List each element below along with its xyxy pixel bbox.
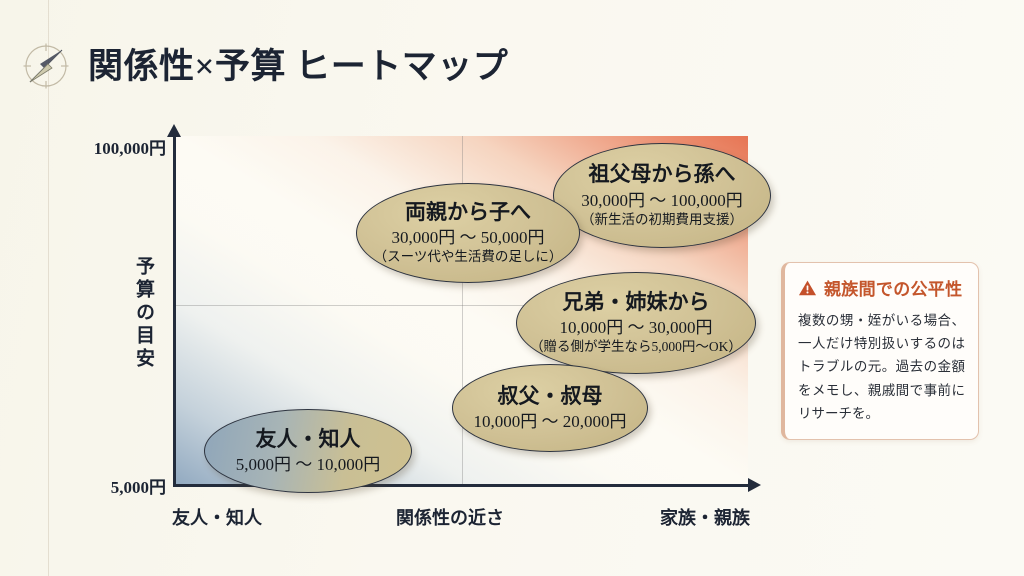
decorative-vertical-rule <box>48 0 49 576</box>
note-header: 親族間での公平性 <box>798 275 965 300</box>
y-axis-line <box>173 134 176 486</box>
bubble-friend-acquaintance[interactable]: 友人・知人 5,000円 〜 10,000円 <box>204 409 412 493</box>
x-axis-tick-left-label: 友人・知人 <box>172 508 262 528</box>
fairness-note-card: 親族間での公平性 複数の甥・姪がいる場合、一人だけ特別扱いするのはトラブルの元。… <box>781 262 979 441</box>
x-axis-line <box>173 484 751 487</box>
gridline-vertical <box>462 136 463 484</box>
bubble-title: 友人・知人 <box>255 426 361 451</box>
bubble-title: 兄弟・姉妹から <box>562 289 710 314</box>
bubble-note: （スーツ代や生活費の足しに） <box>373 249 563 265</box>
bubble-range: 10,000円 〜 30,000円 <box>559 318 713 338</box>
note-body: 複数の甥・姪がいる場合、一人だけ特別扱いするのはトラブルの元。過去の金額をメモし… <box>798 313 965 421</box>
bubble-range: 5,000円 〜 10,000円 <box>235 454 381 474</box>
bubble-range: 10,000円 〜 20,000円 <box>473 411 627 431</box>
gridline-horizontal <box>176 305 748 306</box>
bubble-title: 祖父母から孫へ <box>588 162 736 187</box>
bubble-parent-to-child[interactable]: 両親から子へ 30,000円 〜 50,000円 （スーツ代や生活費の足しに） <box>356 183 580 283</box>
bubble-range: 30,000円 〜 50,000円 <box>391 228 545 248</box>
bubble-grandparent-to-grandchild[interactable]: 祖父母から孫へ 30,000円 〜 100,000円 （新生活の初期費用支援） <box>553 143 771 248</box>
y-axis-arrowhead-icon <box>167 124 181 137</box>
bubble-title: 両親から子へ <box>405 199 531 224</box>
page-header: 関係性×予算 ヒートマップ <box>18 38 508 94</box>
y-axis-title: 予算の目安 <box>133 256 154 371</box>
x-axis-tick-right-label: 家族・親族 <box>660 508 750 528</box>
bubble-sibling[interactable]: 兄弟・姉妹から 10,000円 〜 30,000円 （贈る側が学生なら5,000… <box>516 272 756 374</box>
bubble-range: 30,000円 〜 100,000円 <box>581 190 743 210</box>
bubble-title: 叔父・叔母 <box>497 383 603 408</box>
x-axis-title: 関係性の近さ <box>396 508 504 528</box>
y-axis-tick-max-label: 100,000円 <box>93 139 166 158</box>
compass-icon <box>23 43 69 89</box>
note-title: 親族間での公平性 <box>824 280 963 299</box>
bubble-note: （新生活の初期費用支援） <box>581 211 743 227</box>
y-axis-tick-min-label: 5,000円 <box>110 478 166 497</box>
warning-triangle-icon <box>798 280 817 295</box>
bubble-note: （贈る側が学生なら5,000円〜OK） <box>530 339 742 355</box>
page-title: 関係性×予算 ヒートマップ <box>88 46 509 86</box>
x-axis-arrowhead-icon <box>748 478 761 492</box>
bubble-uncle-aunt[interactable]: 叔父・叔母 10,000円 〜 20,000円 <box>452 364 648 452</box>
